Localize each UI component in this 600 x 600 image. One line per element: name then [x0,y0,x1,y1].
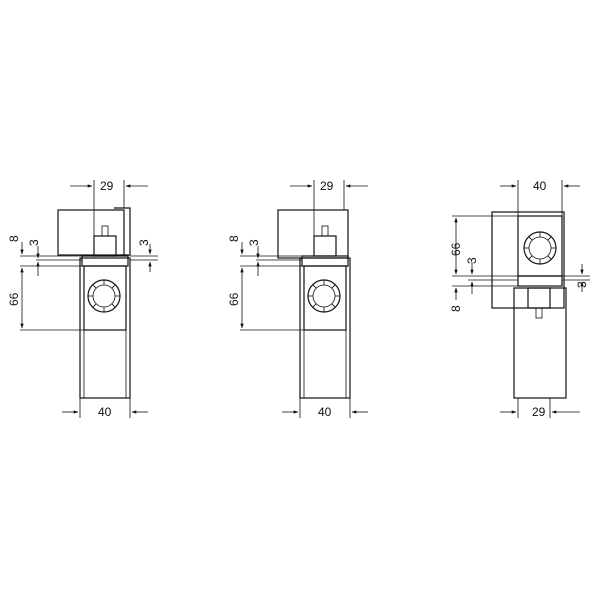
dim-3-left: 3 [247,239,261,246]
cover-bracket [114,207,131,256]
view-frame-mount-flush: 29 40 8 3 66 [227,179,368,419]
arm-pin [101,225,109,237]
dim-8: 8 [449,305,463,312]
dim-8: 8 [7,235,21,242]
dim-66: 66 [227,292,241,306]
dim-3-right: 3 [137,239,151,246]
pinion-gear-icon [307,279,341,313]
door-hatch [83,329,127,399]
door-leaf-section [79,257,131,399]
dim-29: 29 [100,179,114,193]
door-hatch [303,329,347,399]
arm-mount [93,235,117,257]
dim-29: 29 [532,405,546,419]
dim-3-left: 3 [27,239,41,246]
view-door-mount: 40 29 66 3 8 3 [449,179,590,419]
dim-40: 40 [533,179,547,193]
arm-pin [535,307,543,319]
dim-29: 29 [320,179,334,193]
arm-mount [527,287,551,309]
dim-3-right: 3 [575,281,589,288]
view-frame-mount-with-cover: 29 40 8 3 66 3 [7,179,158,419]
dim-3-left: 3 [465,257,479,264]
dim-40: 40 [318,405,332,419]
dim-40: 40 [98,405,112,419]
arm-pin [321,225,329,237]
frame-section [57,209,125,256]
dim-8: 8 [227,235,241,242]
door-leaf-section [299,257,351,399]
slide-rail [517,275,563,287]
dim-66: 66 [449,242,463,256]
pinion-gear-icon [87,279,121,313]
dim-66: 66 [7,292,21,306]
arm-mount [313,235,337,257]
pinion-gear-icon [523,231,557,265]
door-leaf-section [513,287,567,399]
frame-section [277,209,349,259]
